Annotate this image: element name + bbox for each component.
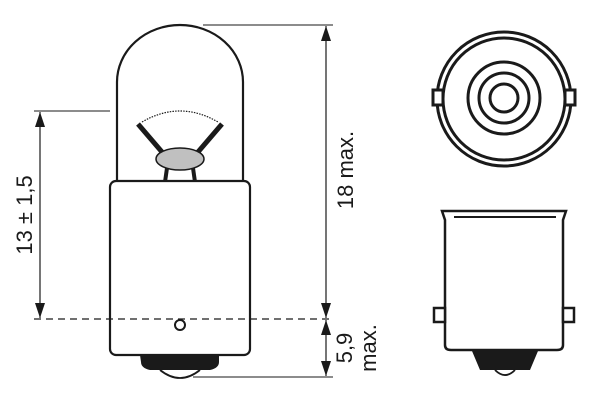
bayonet-pin-hole (174, 319, 186, 331)
glass-envelope (115, 23, 245, 180)
dim-label-13: 13 ± 1,5 (12, 175, 37, 254)
base-contact-side (472, 351, 538, 370)
base-side-view (432, 209, 576, 376)
dim-label-18: 18 max. (333, 131, 358, 209)
bayonet-pin-right-side (561, 306, 576, 324)
contact-ring-middle (477, 71, 531, 125)
lead-wire-left (136, 122, 164, 154)
stem-right (191, 167, 197, 183)
base-contact (140, 355, 219, 370)
bayonet-pin-right (563, 88, 577, 107)
stem-left (163, 167, 169, 183)
bottom-view (431, 30, 577, 168)
bayonet-pin-left (431, 88, 445, 107)
bayonet-pin-left-side (432, 306, 447, 324)
outer-rim (435, 30, 573, 168)
base-shell (440, 209, 568, 352)
solder-tip (159, 369, 201, 379)
glass-bead (155, 147, 205, 171)
inner-rim (441, 36, 567, 162)
solder-tip-side (494, 369, 516, 376)
contact-ring-inner (488, 82, 520, 114)
dim-label-59-qualifier: max. (356, 324, 381, 372)
lead-wire-right (196, 122, 224, 154)
side-view (108, 23, 252, 379)
dim-label-59-value: 5,9 (332, 333, 357, 364)
filament-coil (141, 110, 219, 123)
dimension-lines (34, 24, 333, 378)
contact-ring-outer (466, 60, 542, 136)
